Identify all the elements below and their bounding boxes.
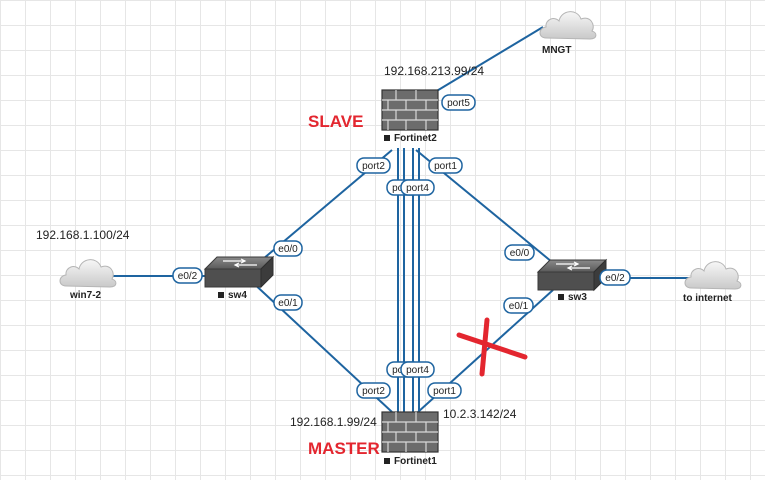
port-label: port4 xyxy=(406,365,429,376)
port-label: e0/1 xyxy=(278,298,298,309)
port-badge-sw4-e0-1[interactable]: e0/1 xyxy=(273,294,303,311)
cloud-icon xyxy=(684,261,742,290)
fortinet1-label: Fortinet1 xyxy=(394,456,437,467)
port-label: port1 xyxy=(433,386,456,397)
port-badge-fortinet2-port1[interactable]: port1 xyxy=(428,157,463,174)
fortinet1-ip-right-label: 10.2.3.142/24 xyxy=(443,407,517,421)
port-label: e0/1 xyxy=(509,301,529,312)
master-role-label: MASTER xyxy=(308,439,380,458)
sw4-status-square xyxy=(218,292,224,298)
fortinet1-ip-left-label: 192.168.1.99/24 xyxy=(290,415,377,429)
internet-label: to internet xyxy=(683,293,733,304)
port-badge-sw4-e0-0[interactable]: e0/0 xyxy=(273,240,303,257)
fortinet2-firewall[interactable]: Fortinet2 xyxy=(381,89,439,144)
slave-role-label: SLAVE xyxy=(308,112,363,131)
port-badge-sw4-e0-2[interactable]: e0/2 xyxy=(172,267,203,284)
port-badge-sw3-e0-0[interactable]: e0/0 xyxy=(504,244,535,261)
switch-icon xyxy=(203,255,275,289)
link-fortinet2-mngt[interactable] xyxy=(429,26,544,96)
mngt-label: MNGT xyxy=(542,45,571,56)
cloud-icon xyxy=(539,11,597,40)
fortinet2-status-square xyxy=(384,135,390,141)
port-label: port4 xyxy=(406,183,429,194)
port-badge-fortinet2-port5[interactable]: port5 xyxy=(441,94,476,111)
port-badge-sw3-e0-1[interactable]: e0/1 xyxy=(503,297,534,314)
link-down-cross-icon xyxy=(456,317,528,377)
port-badges: port5 port2 port1 port3 port4 port3 port… xyxy=(172,94,631,399)
firewall-icon xyxy=(381,411,439,453)
fortinet2-ip-label: 192.168.213.99/24 xyxy=(384,64,484,78)
fortinet2-label: Fortinet2 xyxy=(394,133,437,144)
fortinet1-firewall[interactable]: Fortinet1 xyxy=(381,411,439,467)
internet-cloud[interactable]: to internet xyxy=(683,261,742,304)
mngt-cloud[interactable]: MNGT xyxy=(539,11,597,56)
port-badge-sw3-e0-2[interactable]: e0/2 xyxy=(599,269,631,286)
port-label: e0/2 xyxy=(178,271,198,282)
port-label: port5 xyxy=(447,98,470,109)
port-label: port2 xyxy=(362,161,385,172)
win7-cloud[interactable]: win7-2 xyxy=(59,259,117,301)
port-label: e0/0 xyxy=(278,244,298,255)
port-badge-fortinet1-port2[interactable]: port2 xyxy=(356,382,391,399)
port-label: port1 xyxy=(434,161,457,172)
win7-ip-label: 192.168.1.100/24 xyxy=(36,228,130,242)
sw3-status-square xyxy=(558,294,564,300)
sw3-switch[interactable]: sw3 xyxy=(536,258,608,303)
port-badge-fortinet1-port1[interactable]: port1 xyxy=(427,382,462,399)
firewall-icon xyxy=(381,89,439,131)
port-label: e0/0 xyxy=(510,248,530,259)
port-badge-fortinet2-port2[interactable]: port2 xyxy=(356,157,391,174)
links xyxy=(112,26,690,414)
sw3-label: sw3 xyxy=(568,292,587,303)
cloud-icon xyxy=(59,259,117,288)
port-label: e0/2 xyxy=(605,273,625,284)
port-badge-fortinet2-port4[interactable]: port4 xyxy=(400,179,435,196)
port-label: port2 xyxy=(362,386,385,397)
port-badge-fortinet1-port4[interactable]: port4 xyxy=(400,361,435,378)
sw4-label: sw4 xyxy=(228,290,247,301)
sw4-switch[interactable]: sw4 xyxy=(203,255,275,301)
win7-label: win7-2 xyxy=(69,290,102,301)
switch-icon xyxy=(536,258,608,292)
fortinet1-status-square xyxy=(384,458,390,464)
